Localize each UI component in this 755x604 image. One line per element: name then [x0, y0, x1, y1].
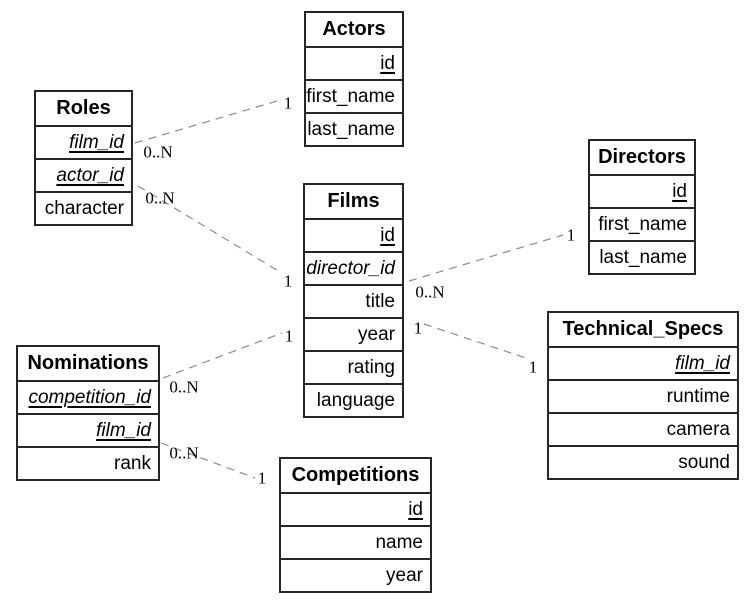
entity-header-actors: Actors	[306, 13, 402, 48]
cardinality-films-technical-specs-one-b: 1	[528, 357, 538, 377]
field-technical-specs-film-id: film_id	[549, 348, 737, 381]
cardinality-nominations-films-many: 0..N	[169, 377, 199, 397]
entity-technical-specs: Technical_Specs film_id runtime camera s…	[547, 311, 739, 480]
field-nominations-film-id: film_id	[18, 415, 158, 448]
field-roles-film-id: film_id	[36, 127, 131, 160]
field-directors-first-name: first_name	[590, 209, 694, 242]
entity-header-roles: Roles	[36, 92, 131, 127]
field-films-language: language	[316, 390, 395, 411]
field-films-title: title	[305, 286, 402, 319]
cardinality-films-technical-specs-one-a: 1	[413, 318, 423, 338]
field-actors-first-name: first_name	[306, 81, 402, 114]
entity-header-nominations: Nominations	[18, 347, 158, 382]
entity-competitions: Competitions id name year	[279, 457, 432, 593]
entity-directors: Directors id first_name last_name	[588, 139, 696, 275]
relationship-line-films-technical-specs	[423, 323, 527, 359]
field-competitions-name: name	[281, 527, 430, 560]
field-competitions-id: id	[281, 494, 430, 527]
entity-films: Films id director_id title year rating l…	[303, 183, 404, 418]
entity-roles: Roles film_id actor_id character	[34, 90, 133, 226]
field-actors-id: id	[306, 48, 402, 81]
cardinality-roles-actors-one: 1	[283, 93, 293, 113]
entity-header-directors: Directors	[590, 141, 694, 176]
entity-header-competitions: Competitions	[281, 459, 430, 494]
field-nominations-rank: rank	[114, 453, 151, 474]
cardinality-nominations-competitions-many: 0..N	[169, 443, 199, 463]
field-films-year: year	[305, 319, 402, 352]
cardinality-roles-actors-many: 0..N	[143, 142, 173, 162]
cardinality-nominations-films-one: 1	[284, 326, 294, 346]
field-technical-specs-runtime: runtime	[549, 381, 737, 414]
cardinality-nominations-competitions-one: 1	[257, 468, 267, 488]
field-technical-specs-sound: sound	[678, 452, 730, 473]
field-directors-id: id	[590, 176, 694, 209]
field-films-director-id: director_id	[305, 253, 402, 286]
entity-actors: Actors id first_name last_name	[304, 11, 404, 147]
cardinality-films-directors-one: 1	[566, 225, 576, 245]
cardinality-roles-films-many: 0..N	[145, 188, 175, 208]
cardinality-roles-films-one: 1	[283, 271, 293, 291]
field-competitions-year: year	[386, 565, 423, 586]
field-technical-specs-camera: camera	[549, 414, 737, 447]
relationship-line-films-directors	[408, 234, 564, 282]
field-nominations-competition-id: competition_id	[18, 382, 158, 415]
field-films-id: id	[305, 220, 402, 253]
field-films-rating: rating	[305, 352, 402, 385]
relationship-line-roles-actors	[134, 100, 278, 144]
entity-header-technical-specs: Technical_Specs	[549, 313, 737, 348]
cardinality-films-directors-many: 0..N	[415, 282, 445, 302]
field-roles-actor-id: actor_id	[36, 160, 131, 193]
field-roles-character: character	[44, 198, 124, 219]
relationship-line-nominations-films	[162, 332, 283, 379]
field-directors-last-name: last_name	[599, 247, 687, 268]
entity-header-films: Films	[305, 185, 402, 220]
field-actors-last-name: last_name	[307, 119, 395, 140]
entity-nominations: Nominations competition_id film_id rank	[16, 345, 160, 481]
